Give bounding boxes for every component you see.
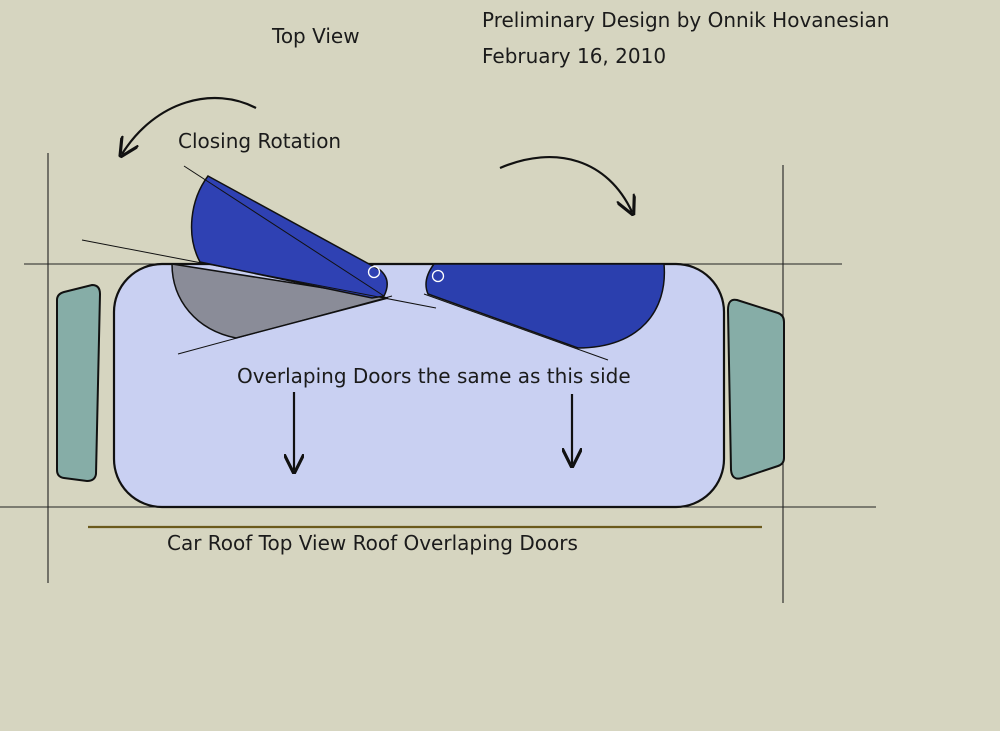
design-credit: Preliminary Design by Onnik Hovanesian	[482, 8, 890, 32]
closing-rotation-arrow-right	[499, 156, 632, 212]
closing-rotation-arrow-left	[122, 96, 257, 154]
swing-line-right	[423, 293, 609, 361]
swing-line-left	[81, 239, 437, 309]
diagram-caption: Car Roof Top View Roof Overlaping Doors	[167, 531, 578, 555]
overlap-note: Overlaping Doors the same as this side	[237, 364, 631, 388]
right-door	[425, 263, 666, 349]
view-label: Top View	[272, 24, 360, 48]
right-window	[726, 298, 785, 480]
left-door-open	[190, 175, 388, 299]
swing-line-upper-left	[183, 165, 385, 297]
closing-rotation-label: Closing Rotation	[178, 129, 342, 153]
right-door-hinge	[431, 269, 445, 283]
design-date: February 16, 2010	[482, 44, 667, 68]
swing-line-lower-left	[177, 295, 393, 355]
left-window	[56, 283, 102, 483]
left-door-hinge	[367, 265, 381, 279]
door-swing-lines	[81, 165, 609, 361]
